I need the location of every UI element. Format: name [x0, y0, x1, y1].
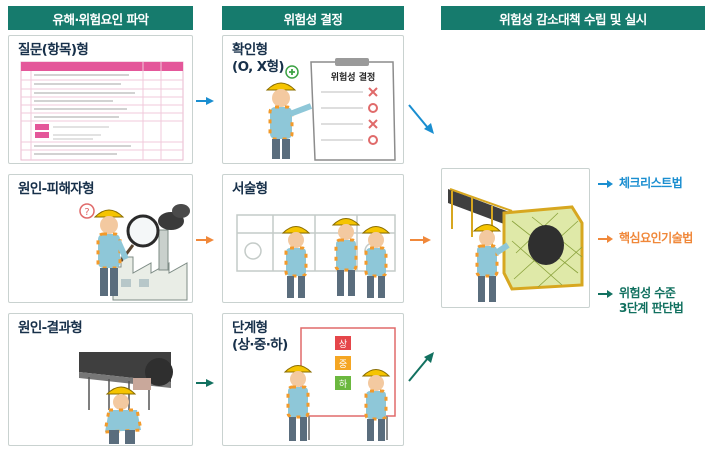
level-mid-label: 중 — [339, 359, 347, 370]
stage-type-title: 단계형 (상·중·하) — [232, 320, 288, 354]
workers-discussion-illustration — [236, 214, 396, 298]
arrow-narrative-to-measures — [410, 236, 431, 244]
arrow-cause-victim-to-narrative — [196, 236, 214, 244]
method-key-factor: 핵심요인기술법 — [598, 231, 693, 246]
arrow-stage-to-measures — [408, 352, 434, 382]
column-header-determine-label: 위험성 결정 — [283, 11, 343, 27]
column-header-measures: 위험성 감소대책 수립 및 실시 — [441, 6, 705, 30]
column-header-identify-label: 유해·위험요인 파악 — [52, 11, 149, 27]
confirm-type-label: 확인형 — [232, 42, 268, 58]
checklist-form-illustration — [20, 61, 184, 161]
worker-figure — [103, 386, 143, 444]
board-title: 위험성 결정 — [331, 71, 376, 83]
method-three-level-sub-label: 3단계 판단법 — [619, 301, 684, 315]
method-checklist: 체크리스트법 — [598, 176, 683, 191]
machine-guard-illustration — [448, 188, 584, 302]
arrow-confirm-to-measures — [408, 104, 434, 134]
method-key-factor-label: 핵심요인기술법 — [619, 231, 693, 245]
cause-victim-type-title: 원인-피해자형 — [18, 181, 95, 197]
svg-text:?: ? — [84, 207, 89, 218]
arrow-cause-result-to-stage — [196, 379, 214, 387]
arrow-right-icon — [598, 179, 613, 188]
arrow-right-icon — [598, 234, 613, 243]
question-type-title: 질문(항목)형 — [18, 42, 89, 58]
confirm-type-sub-label: (O, X형) — [232, 59, 285, 75]
worker-figure-right — [361, 369, 391, 441]
stage-board-illustration: 상 중 하 — [283, 327, 396, 441]
worker-figure — [265, 82, 313, 159]
worker-inspection-illustration: ? — [79, 203, 190, 301]
level-high-label: 상 — [339, 339, 347, 350]
level-low-label: 하 — [339, 379, 348, 390]
magnifier-icon — [119, 214, 160, 262]
panel-question-type: 질문(항목)형 — [8, 35, 193, 164]
arrow-right-icon — [598, 289, 613, 298]
method-checklist-label: 체크리스트법 — [619, 176, 683, 190]
plus-icon — [285, 65, 299, 79]
confirm-type-title: 확인형 (O, X형) — [232, 42, 285, 76]
worker-figure-right — [361, 226, 391, 298]
stage-type-label: 단계형 — [232, 320, 268, 336]
column-header-measures-label: 위험성 감소대책 수립 및 실시 — [499, 11, 647, 27]
question-mark-icon: ? — [79, 203, 95, 219]
safety-guard-cage — [502, 205, 584, 291]
panel-measures — [441, 168, 590, 308]
worker-figure-left — [281, 226, 311, 298]
panel-confirm-type: 위험성 결정 확인형 (O, X형) — [222, 35, 404, 164]
ox-checklist-illustration: 위험성 결정 — [265, 58, 396, 161]
panel-cause-victim-type: ? 원인-피해자형 — [8, 174, 193, 303]
narrative-type-title: 서술형 — [232, 181, 268, 197]
conveyor-worker-illustration — [79, 352, 173, 444]
worker-figure-middle — [331, 218, 361, 296]
panel-narrative-type: 서술형 — [222, 174, 404, 303]
method-three-level-label: 위험성 수준 — [619, 286, 676, 300]
worker-figure — [472, 224, 510, 302]
panel-stage-type: 상 중 하 단계형 (상·중·하) — [222, 313, 404, 446]
column-header-identify: 유해·위험요인 파악 — [8, 6, 193, 30]
arrow-question-to-confirm — [196, 97, 214, 105]
method-three-level: 위험성 수준 3단계 판단법 — [598, 286, 684, 316]
factory-icon — [112, 204, 190, 301]
conveyor-belt — [79, 352, 173, 410]
worker-figure — [93, 209, 129, 296]
checklist-board: 위험성 결정 — [310, 58, 396, 161]
column-header-determine: 위험성 결정 — [222, 6, 404, 30]
stage-type-sub-label: (상·중·하) — [232, 337, 288, 353]
panel-cause-result-type: 원인-결과형 — [8, 313, 193, 446]
worker-figure-left — [283, 365, 313, 441]
cause-result-type-title: 원인-결과형 — [18, 320, 83, 336]
